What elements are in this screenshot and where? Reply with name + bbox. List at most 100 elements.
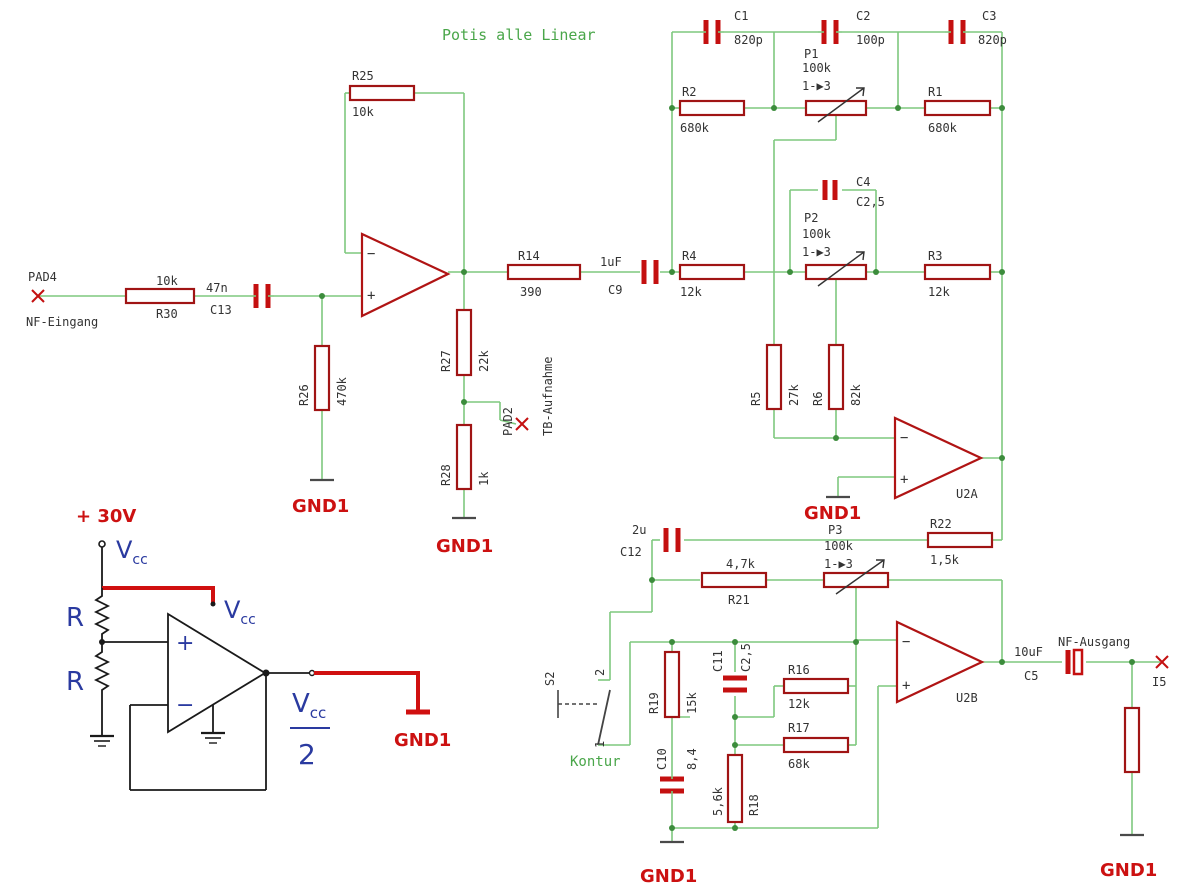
gnd-label: GND1 (804, 503, 861, 524)
r16-name: R16 (788, 663, 810, 677)
p1-value: 100k (802, 61, 832, 75)
r30-name: R30 (156, 307, 178, 321)
resistors (124, 84, 1141, 824)
p1-name: P1 (804, 47, 818, 61)
r-bottom-label: R (66, 667, 84, 697)
tb-label: TB-Aufnahme (541, 357, 555, 436)
capacitor-c10 (660, 770, 684, 800)
resistor-output-load (1123, 706, 1141, 774)
supply-label: + 30V (76, 506, 136, 527)
c11-value: C2,5 (739, 643, 753, 672)
capacitor-c9 (641, 260, 659, 284)
note-label: Potis alle Linear (442, 26, 596, 44)
r22-name: R22 (930, 517, 952, 531)
pad4-marker (31, 289, 45, 303)
capacitor-c11 (723, 675, 747, 693)
resistor-r18 (726, 753, 744, 824)
potentiometer-p1 (804, 87, 868, 123)
resistor-r26 (313, 344, 331, 412)
r-top-label: R (66, 603, 84, 633)
capacitor-c12 (663, 528, 681, 552)
resistor-r30 (124, 287, 196, 305)
input-label: NF-Eingang (26, 315, 98, 329)
svg-text:+: + (902, 678, 910, 694)
r27-value: 22k (477, 350, 491, 372)
r17-value: 68k (788, 757, 810, 771)
wires (38, 31, 1160, 842)
potentiometer-p2 (804, 251, 868, 287)
resistor-r6 (827, 343, 845, 411)
r28-name: R28 (439, 464, 453, 486)
r28-value: 1k (477, 471, 491, 486)
u2b-name: U2B (956, 691, 978, 705)
c9-value: 1uF (600, 255, 622, 269)
switch-s2 (557, 679, 611, 746)
component-labels: Potis alle Linear PAD4 NF-Eingang 10k R3… (26, 9, 1166, 816)
r26-name: R26 (297, 384, 311, 406)
opamps: − + − + − + (360, 232, 985, 704)
c4-value: C2,5 (856, 195, 885, 209)
r4-name: R4 (682, 249, 696, 263)
r27-name: R27 (439, 350, 453, 372)
resistor-r4 (678, 263, 746, 281)
opamp-bias-buffer (167, 612, 267, 734)
gnd-label: GND1 (394, 730, 451, 751)
c13-name: C13 (210, 303, 232, 317)
capacitor-c2 (818, 20, 842, 44)
c10-value: 8,4 (685, 748, 699, 770)
resistor-r17 (782, 736, 850, 754)
gnd-label: GND1 (436, 536, 493, 557)
r5-value: 27k (787, 384, 801, 406)
capacitors (250, 20, 1084, 800)
gnd-label: GND1 (640, 866, 697, 885)
resistor-r1 (923, 99, 992, 117)
bias-circuit: + 30V Vcc Vcc R R + − (66, 506, 430, 791)
capacitor-c3 (945, 20, 969, 44)
kontur-label: Kontur (570, 754, 621, 770)
c12-name: C12 (620, 545, 642, 559)
resistor-r2 (678, 99, 746, 117)
resistor-r14 (506, 263, 582, 281)
c1-value: 820p (734, 33, 763, 47)
p3-name: P3 (828, 523, 842, 537)
resistor-r3 (923, 263, 992, 281)
svg-text:−: − (900, 430, 908, 446)
opamp-u2a: − + (893, 416, 984, 500)
opamp-minus: − (176, 693, 194, 718)
c4-name: C4 (856, 175, 870, 189)
c3-value: 820p (978, 33, 1007, 47)
r1-name: R1 (928, 85, 942, 99)
r17-name: R17 (788, 721, 810, 735)
r25-value: 10k (352, 105, 374, 119)
svg-text:+: + (367, 288, 375, 304)
r30-value: 10k (156, 274, 178, 288)
r25-name: R25 (352, 69, 374, 83)
resistor-r16 (782, 677, 850, 695)
svg-text:−: − (367, 246, 375, 262)
pad2-marker (499, 417, 529, 431)
s2-pin1: 1 (593, 741, 607, 748)
vcc-label: Vcc (116, 536, 148, 568)
r19-value: 15k (685, 692, 699, 714)
r14-value: 390 (520, 285, 542, 299)
r4-value: 12k (680, 285, 702, 299)
r3-value: 12k (928, 285, 950, 299)
p2-value: 100k (802, 227, 832, 241)
c13-value: 47n (206, 281, 228, 295)
resistor-r21 (700, 571, 768, 589)
resistor-r-bottom (93, 642, 111, 730)
p3-pins: 1-▶3 (824, 557, 853, 571)
opamp-input-buffer: − + (360, 232, 451, 318)
r22-value: 1,5k (930, 553, 960, 567)
resistor-r27 (455, 308, 473, 377)
resistor-r5 (765, 343, 783, 411)
pad4-name: PAD4 (28, 270, 57, 284)
s2-name: S2 (543, 672, 557, 686)
resistor-r19 (663, 650, 681, 719)
gnd-label: GND1 (292, 496, 349, 517)
r6-name: R6 (811, 392, 825, 406)
c11-name: C11 (711, 650, 725, 672)
vcc-half-num: Vcc (292, 689, 326, 722)
opamp-plus: + (176, 631, 194, 656)
r5-name: R5 (749, 392, 763, 406)
